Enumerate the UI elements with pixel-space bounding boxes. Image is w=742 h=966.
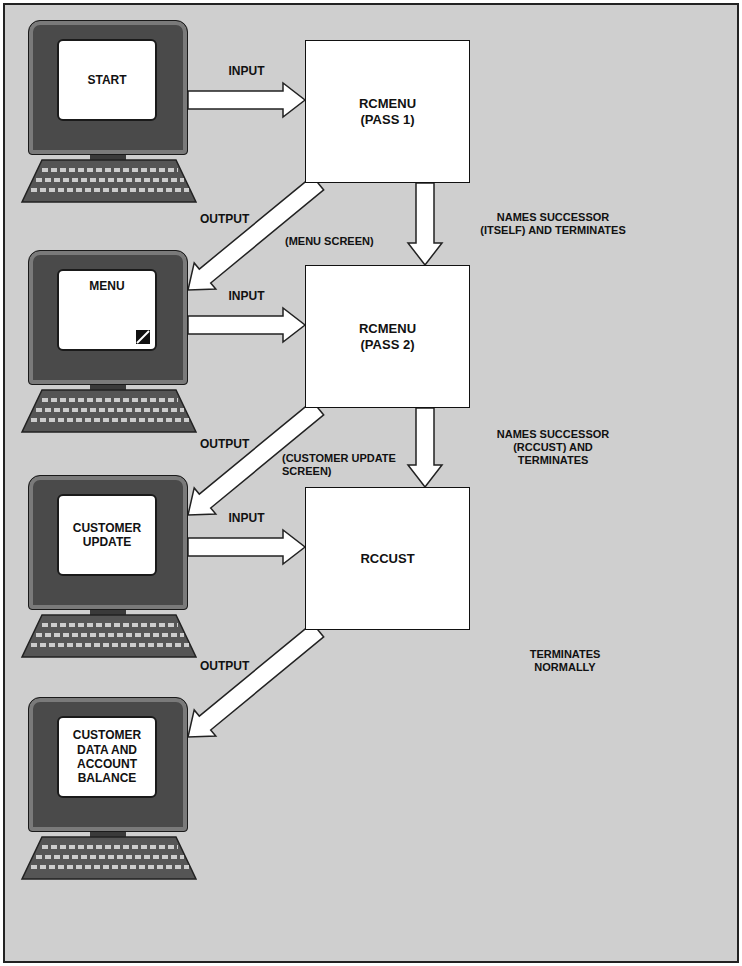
terminal: START xyxy=(28,20,188,155)
terminal: CUSTOMER DATA AND ACCOUNT BALANCE xyxy=(28,697,188,832)
note-label: (MENU SCREEN) xyxy=(285,235,385,248)
block-arrow xyxy=(188,530,305,564)
edge-label: NAMES SUCCESSOR (ITSELF) AND TERMINATES xyxy=(478,211,628,237)
program-name: RCMENU (PASS 1) xyxy=(346,96,430,127)
screen-text: START xyxy=(61,73,153,87)
program-box: RCCUST xyxy=(305,487,470,630)
terminal-screen: MENU xyxy=(57,269,157,351)
block-arrow xyxy=(188,176,324,290)
note-label: (CUSTOMER UPDATE SCREEN) xyxy=(282,452,410,478)
block-arrow xyxy=(188,623,324,737)
edge-label: INPUT xyxy=(229,289,265,303)
program-name: RCMENU (PASS 2) xyxy=(346,321,430,352)
keyboard xyxy=(22,610,196,657)
program-name: RCCUST xyxy=(346,551,430,567)
keyboard xyxy=(22,832,196,879)
terminal-screen: CUSTOMER UPDATE xyxy=(57,494,157,576)
note-label: TERMINATES NORMALLY xyxy=(505,648,625,674)
edge-label: OUTPUT xyxy=(200,212,249,226)
screen-text: CUSTOMER DATA AND ACCOUNT BALANCE xyxy=(61,728,153,786)
program-box: RCMENU (PASS 1) xyxy=(305,40,470,183)
terminal-screen: START xyxy=(57,39,157,121)
edge-label: INPUT xyxy=(229,511,265,525)
terminal: CUSTOMER UPDATE xyxy=(28,475,188,610)
keyboard xyxy=(22,155,196,202)
block-arrow xyxy=(188,83,305,117)
edge-label: INPUT xyxy=(229,64,265,78)
keyboard xyxy=(22,385,196,432)
terminal-screen: CUSTOMER DATA AND ACCOUNT BALANCE xyxy=(57,716,157,798)
screen-text: MENU xyxy=(61,279,153,293)
edge-label: NAMES SUCCESSOR (RCCUST) AND TERMINATES xyxy=(478,428,628,468)
block-arrow xyxy=(408,408,442,487)
program-box: RCMENU (PASS 2) xyxy=(305,265,470,408)
block-arrow xyxy=(188,308,305,342)
edge-label: OUTPUT xyxy=(200,659,249,673)
edge-label: OUTPUT xyxy=(200,437,249,451)
terminal: MENU xyxy=(28,250,188,385)
block-arrow xyxy=(408,183,442,265)
screen-text: CUSTOMER UPDATE xyxy=(61,521,153,550)
